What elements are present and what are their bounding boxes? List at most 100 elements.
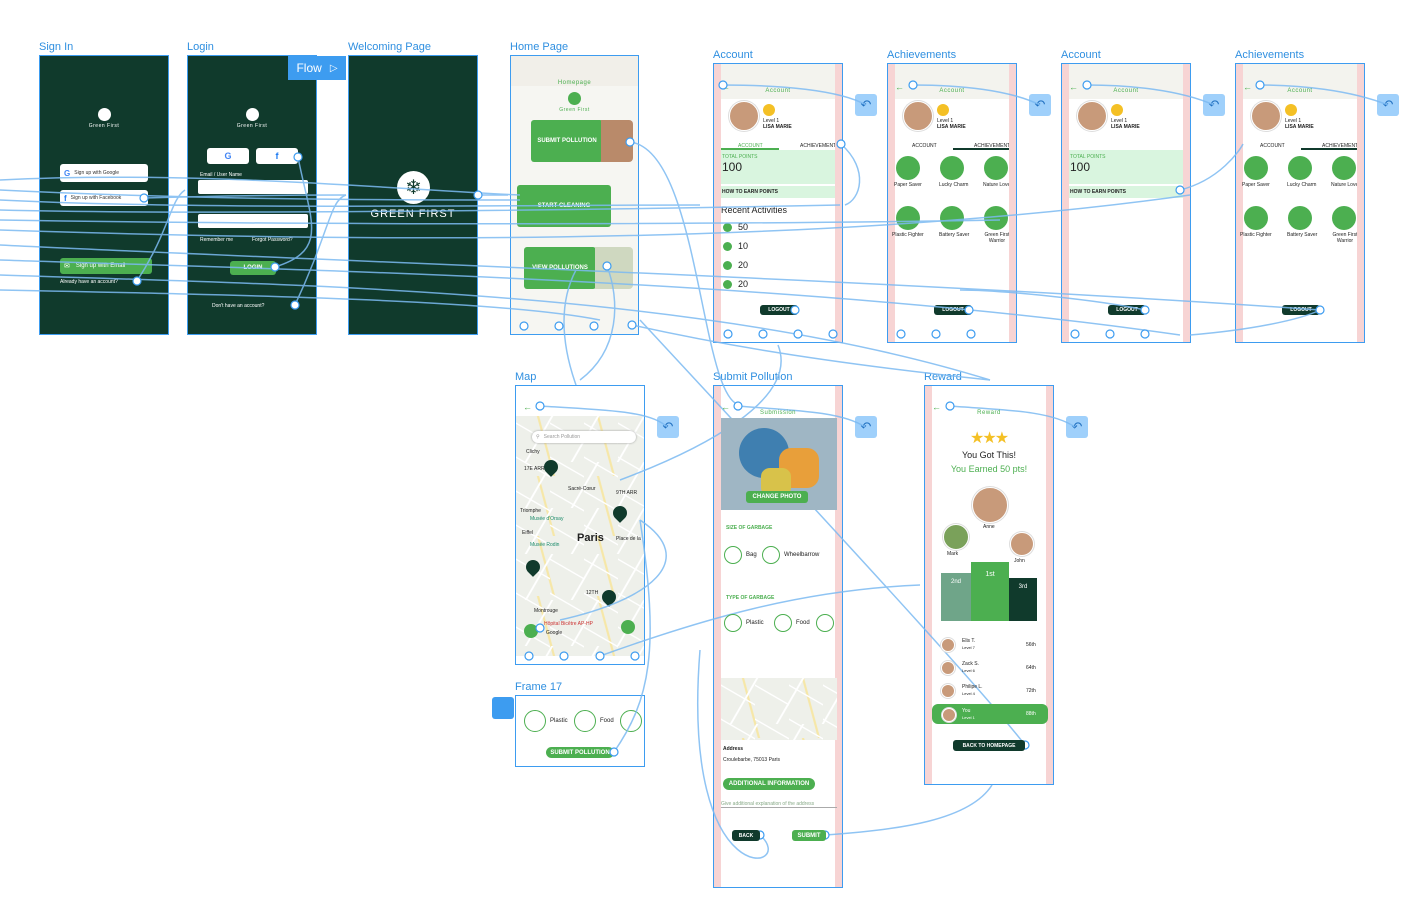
forgot-password-link[interactable]: Forgot Password?	[252, 237, 293, 243]
list-view-icon[interactable]	[524, 624, 538, 638]
back-arrow-icon[interactable]: ←	[895, 82, 904, 92]
type-option-plastic[interactable]: Plastic	[524, 710, 568, 732]
play-icon: ▷	[329, 62, 338, 74]
how-to-earn-link[interactable]: HOW TO EARN POINTS	[722, 189, 779, 195]
back-button[interactable]: BACK	[732, 830, 760, 841]
plastic-bottle-icon	[524, 710, 546, 732]
email-input[interactable]	[198, 180, 308, 194]
tab-indicator	[1301, 148, 1359, 150]
back-arrow-icon[interactable]: ←	[1243, 82, 1252, 92]
back-arrow-icon[interactable]: ←	[523, 402, 532, 412]
size-option-wheelbarrow[interactable]: Wheelbarrow	[762, 546, 819, 564]
remember-me-checkbox[interactable]: Remember me	[200, 237, 234, 243]
submit-button[interactable]: SUBMIT	[792, 830, 826, 841]
how-to-earn-link[interactable]: HOW TO EARN POINTS	[1070, 189, 1127, 195]
submit-pollution-button[interactable]: SUBMIT POLLUTION	[546, 747, 614, 758]
back-action-icon[interactable]: ↶	[1377, 94, 1399, 116]
flow-label: Flow	[296, 61, 322, 75]
start-cleaning-button[interactable]: START CLEANING	[517, 185, 611, 227]
frame-17: Plastic Food SUBMIT POLLUTION	[515, 695, 645, 767]
badge-label: Battery Saver	[1287, 232, 1318, 238]
back-to-homepage-button[interactable]: BACK TO HOMEPAGE	[953, 740, 1025, 751]
overlay-badge-icon[interactable]	[492, 697, 514, 719]
frame-label-home[interactable]: Home Page	[510, 41, 569, 53]
frame-label-achievements-1[interactable]: Achievements	[887, 49, 957, 61]
no-account-link[interactable]: Don't have an account?	[212, 303, 265, 309]
tab-achievements[interactable]: ACHIEVEMENTS	[1322, 143, 1362, 149]
plastic-label: Plastic	[550, 718, 568, 724]
lucky-charm-badge-icon	[1288, 156, 1312, 180]
back-action-icon[interactable]: ↶	[1066, 416, 1088, 438]
frame-label-account-2[interactable]: Account	[1061, 49, 1101, 61]
tab-achievements[interactable]: ACHIEVEMENTS	[800, 143, 840, 149]
additional-info-input[interactable]: Give additional explanation of the addre…	[721, 801, 837, 808]
level-text: Level 1	[1111, 118, 1128, 124]
change-photo-button[interactable]: CHANGE PHOTO	[746, 491, 808, 503]
frame-label-achievements-2[interactable]: Achievements	[1235, 49, 1305, 61]
frame-label-submit[interactable]: Submit Pollution	[713, 371, 793, 383]
view-pollutions-button[interactable]: VIEW POLLUTIONS	[524, 247, 596, 289]
address-map[interactable]	[721, 678, 837, 740]
back-action-icon[interactable]: ↶	[855, 416, 877, 438]
battery-icon[interactable]	[620, 710, 642, 732]
facebook-icon: f	[64, 193, 67, 203]
frame-label-account-1[interactable]: Account	[713, 49, 753, 61]
leader-name: Elis T.	[962, 638, 976, 644]
tab-indicator	[721, 148, 779, 150]
google-login-button[interactable]: G	[207, 148, 249, 164]
back-action-icon[interactable]: ↶	[1029, 94, 1051, 116]
logout-button[interactable]: LOGOUT	[1108, 305, 1146, 315]
battery-icon[interactable]	[816, 614, 834, 632]
facebook-signup-button[interactable]: f Sign up with Facebook	[60, 190, 148, 206]
search-input[interactable]: ⚲ Search Pollution	[532, 431, 636, 443]
login-button[interactable]: LOGIN	[230, 261, 276, 275]
tab-achievements[interactable]: ACHIEVEMENTS	[974, 143, 1014, 149]
size-option-bag[interactable]: Bag	[724, 546, 757, 564]
logout-button[interactable]: LOGOUT	[1282, 305, 1320, 315]
home-header	[511, 56, 638, 86]
back-action-icon[interactable]: ↶	[1203, 94, 1225, 116]
back-arrow-icon[interactable]: ←	[1069, 82, 1078, 92]
have-account-link[interactable]: Already have an account?	[60, 279, 118, 285]
frame-label-frame17[interactable]: Frame 17	[515, 681, 563, 693]
frame-label-sign-in[interactable]: Sign In	[39, 41, 74, 53]
brand-title: GREEN FIRST	[370, 208, 456, 220]
frame-sign-in: Green First G Sign up with Google f Sign…	[39, 55, 169, 335]
locate-me-icon[interactable]	[621, 620, 635, 634]
facebook-login-button[interactable]: f	[256, 148, 298, 164]
green-first-warrior-badge-icon	[984, 206, 1008, 230]
submit-pollution-button[interactable]: SUBMIT POLLUTION	[531, 120, 603, 162]
activity-points: 10	[738, 241, 749, 251]
recent-activities-title: Recent Activities	[721, 205, 788, 215]
frame-label-reward[interactable]: Reward	[924, 371, 962, 383]
frame-label-map[interactable]: Map	[515, 371, 537, 383]
account-title: Account	[1287, 88, 1313, 94]
logout-button[interactable]: LOGOUT	[934, 305, 972, 315]
password-input[interactable]	[198, 214, 308, 228]
frame-label-welcoming[interactable]: Welcoming Page	[348, 41, 431, 53]
plastic-label: Plastic	[746, 620, 764, 626]
flow-start-badge[interactable]: Flow ▷	[288, 56, 346, 80]
google-icon: G	[224, 151, 232, 161]
maple-leaf-icon	[98, 108, 111, 121]
avatar	[941, 684, 955, 698]
type-option-food[interactable]: Food	[774, 614, 810, 632]
type-option-plastic[interactable]: Plastic	[724, 614, 764, 632]
map-label: 9TH ARR	[616, 490, 638, 496]
frame-label-login[interactable]: Login	[187, 41, 214, 53]
tab-account[interactable]: ACCOUNT	[912, 143, 937, 149]
tab-account[interactable]: ACCOUNT	[738, 143, 763, 149]
level-badge-icon	[763, 104, 775, 116]
level-badge-icon	[937, 104, 949, 116]
back-action-icon[interactable]: ↶	[657, 416, 679, 438]
email-signup-button[interactable]: ✉ Sign up with Email	[60, 258, 152, 274]
logout-button[interactable]: LOGOUT	[760, 305, 798, 315]
you-level: Level 1	[962, 715, 975, 720]
back-action-icon[interactable]: ↶	[855, 94, 877, 116]
google-signup-button[interactable]: G Sign up with Google	[60, 164, 148, 182]
type-option-food[interactable]: Food	[574, 710, 614, 732]
avatar	[972, 487, 1008, 523]
additional-info-button[interactable]: ADDITIONAL INFORMATION	[723, 778, 815, 790]
user-name: LISA MARIE	[1285, 124, 1314, 130]
tab-account[interactable]: ACCOUNT	[1260, 143, 1285, 149]
